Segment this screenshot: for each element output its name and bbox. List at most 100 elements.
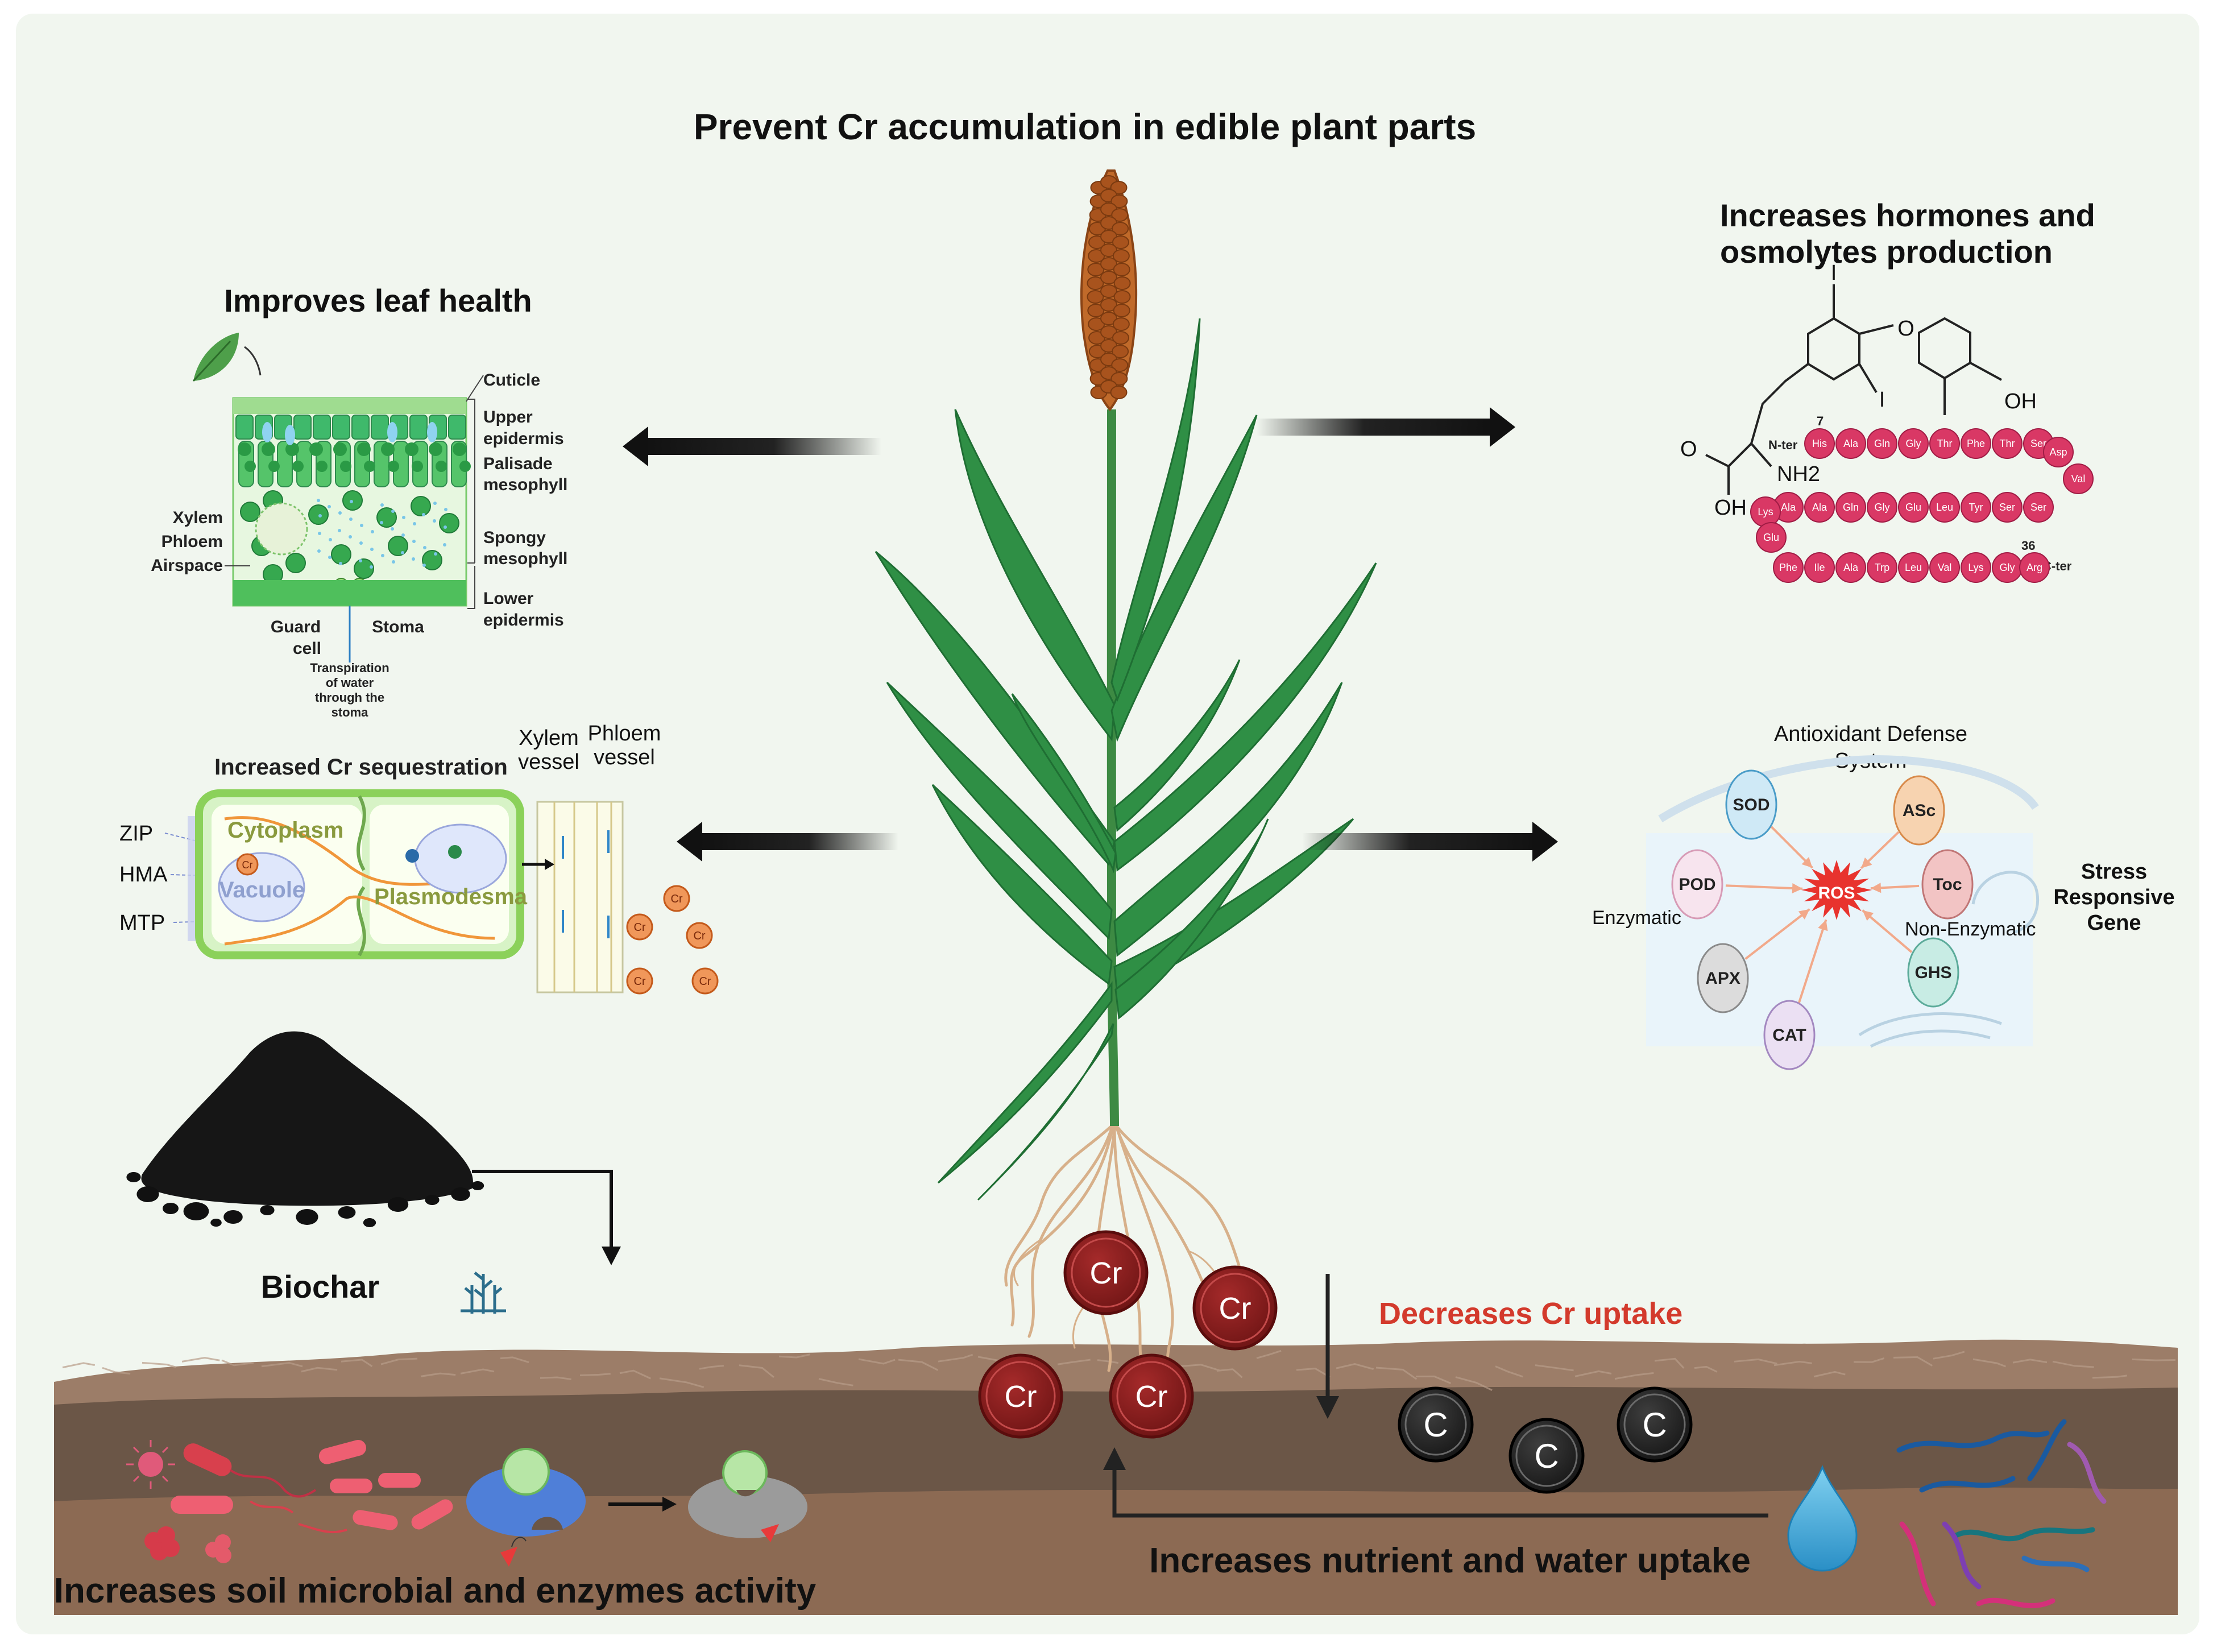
enzyme-label-2: POD: [1679, 875, 1715, 894]
cr-ion-label-0: Cr: [670, 893, 682, 905]
arrow-to-sequestration: [677, 822, 898, 862]
cr-ion-label-3: Cr: [633, 975, 645, 988]
label-upper-2: epidermis: [483, 429, 564, 448]
label-xylem-vessel: Xylem: [519, 726, 579, 750]
residue-r3-8-label: Arg: [2026, 562, 2042, 573]
residue-r3-7-label: Gly: [2000, 562, 2015, 573]
enzyme-toc: [1921, 849, 1974, 920]
carbon-particle-0: [1398, 1386, 1474, 1463]
residue-r2-6: [1835, 492, 1866, 523]
residue-r2-3: [1929, 492, 1960, 523]
label-lower: Lower: [483, 589, 534, 608]
carbon-particle-2: [1617, 1386, 1693, 1463]
residue-r1-4-label: Thr: [1937, 438, 1953, 449]
plant-stem: [1106, 409, 1119, 1127]
nutrient-arrow: [1112, 1461, 1768, 1518]
plant-sprout-icon: [461, 1272, 506, 1314]
label-responsive: Responsive: [2053, 885, 2174, 909]
residue-r3-4-label: Leu: [1905, 562, 1922, 573]
label-transpiration-3: through the: [315, 690, 384, 705]
residue-r1-7-label: Ser: [2030, 438, 2046, 449]
microbes-icon: [126, 1439, 453, 1563]
residue-r3-1-label: Ile: [1814, 562, 1825, 573]
label-enzymatic: Enzymatic: [1592, 907, 1681, 929]
atom-nh2: NH2: [1777, 462, 1820, 486]
transporter-mtp: MTP: [119, 911, 165, 935]
chemical-structure: [1705, 284, 2002, 495]
label-stoma: Stoma: [372, 618, 424, 636]
cr-ion-soil-label-0: Cr: [1090, 1256, 1122, 1290]
label-upper: Upper: [483, 408, 533, 427]
residue-r3-1: [1804, 552, 1835, 583]
cr-ion-vacuole: Cr: [242, 859, 253, 871]
residue-r1-1-label: Ala: [1843, 438, 1859, 449]
residue-r2-0-label: Ser: [2030, 502, 2046, 513]
residue-r2-4-label: Glu: [1905, 502, 1921, 513]
cr-ion-3: [626, 967, 653, 995]
carbon-particle-label-1: C: [1534, 1437, 1559, 1475]
label-vacuole: Vacuole: [219, 877, 305, 902]
antioxidant-heading: Antioxidant Defense: [1774, 722, 1967, 746]
label-airspace: Airspace: [151, 556, 223, 575]
sorghum-plant: [875, 169, 1377, 1378]
cr-ion-label-2: Cr: [693, 930, 705, 942]
enzyme-label-4: APX: [1705, 969, 1740, 988]
residue-r1-5: [1961, 428, 1991, 459]
residue-r3-0: [1773, 552, 1804, 583]
residue-r2-4: [1898, 492, 1929, 523]
residue-r3-2-label: Ala: [1843, 562, 1859, 573]
label-xylem-vessel-2: vessel: [518, 750, 579, 774]
label-xylem: Xylem: [173, 508, 223, 527]
cr-ion-soil-label-1: Cr: [1219, 1291, 1251, 1326]
residue-r1-6: [1992, 428, 2023, 459]
label-stress: Stress: [2081, 860, 2147, 884]
sorghum-panicle: [1080, 169, 1138, 412]
enzyme-cat: [1763, 1000, 1816, 1070]
leaf-heading: Improves leaf health: [224, 283, 532, 318]
residue-r1-8-label: Asp: [2049, 446, 2067, 458]
residue-r2-3-label: Leu: [1936, 502, 1953, 513]
residue-val: [2063, 463, 2094, 494]
enzyme-sod: [1725, 769, 1777, 840]
atom-o-2: O: [1680, 437, 1697, 461]
plant-leaves: [875, 318, 1377, 1201]
ros-label: ROS: [1818, 884, 1855, 902]
residue-r3-2: [1835, 552, 1866, 583]
enzyme-asc: [1893, 775, 1945, 846]
label-residue-36: 36: [2021, 539, 2035, 553]
label-n-ter: N-ter: [1768, 438, 1798, 452]
label-transpiration-4: stoma: [331, 705, 369, 719]
enzyme-ghs: [1907, 937, 1959, 1008]
residue-r3-3: [1867, 552, 1897, 583]
hormones-panel: Increases hormones and osmolytes product…: [1680, 197, 2095, 583]
enzyme-label-6: CAT: [1772, 1026, 1806, 1045]
biochar-arrow: [472, 1170, 613, 1254]
hormones-heading: Increases hormones and: [1720, 197, 2095, 233]
cr-ion-1: [626, 913, 653, 941]
residue-r2-8-label: Ala: [1781, 502, 1796, 513]
cr-ion-label-4: Cr: [699, 975, 711, 988]
residue-r1-0-label: His: [1812, 438, 1827, 449]
label-guard: Guard: [271, 618, 321, 636]
residue-r3-0-label: Phe: [1779, 562, 1797, 573]
residue-r1-2: [1867, 428, 1897, 459]
enzyme-label-3: Toc: [1933, 875, 1962, 894]
diagram-title: Prevent Cr accumulation in edible plant …: [694, 106, 1476, 147]
hormones-heading-2: osmolytes production: [1720, 234, 2053, 270]
label-phloem-vessel-2: vessel: [594, 746, 655, 769]
cr-ion-2: [686, 922, 713, 949]
residue-r2-1-label: Ser: [1999, 502, 2015, 513]
residue-r2-1: [1992, 492, 2023, 523]
residue-r3-3-label: Trp: [1875, 562, 1889, 573]
atom-oh-2: OH: [1714, 496, 1747, 520]
residue-r3-6-label: Lys: [1968, 562, 1983, 573]
residue-r3-6: [1961, 552, 1991, 583]
label-cuticle: Cuticle: [483, 371, 540, 390]
residue-r1-3-label: Gly: [1906, 438, 1921, 449]
microbial-activity-label: Increases soil microbial and enzymes act…: [54, 1571, 817, 1610]
residue-r2-2-label: Tyr: [1969, 502, 1983, 513]
residue-r2-2: [1961, 492, 1991, 523]
atom-oh: OH: [2004, 390, 2037, 413]
cr-ion-0: [663, 885, 690, 912]
